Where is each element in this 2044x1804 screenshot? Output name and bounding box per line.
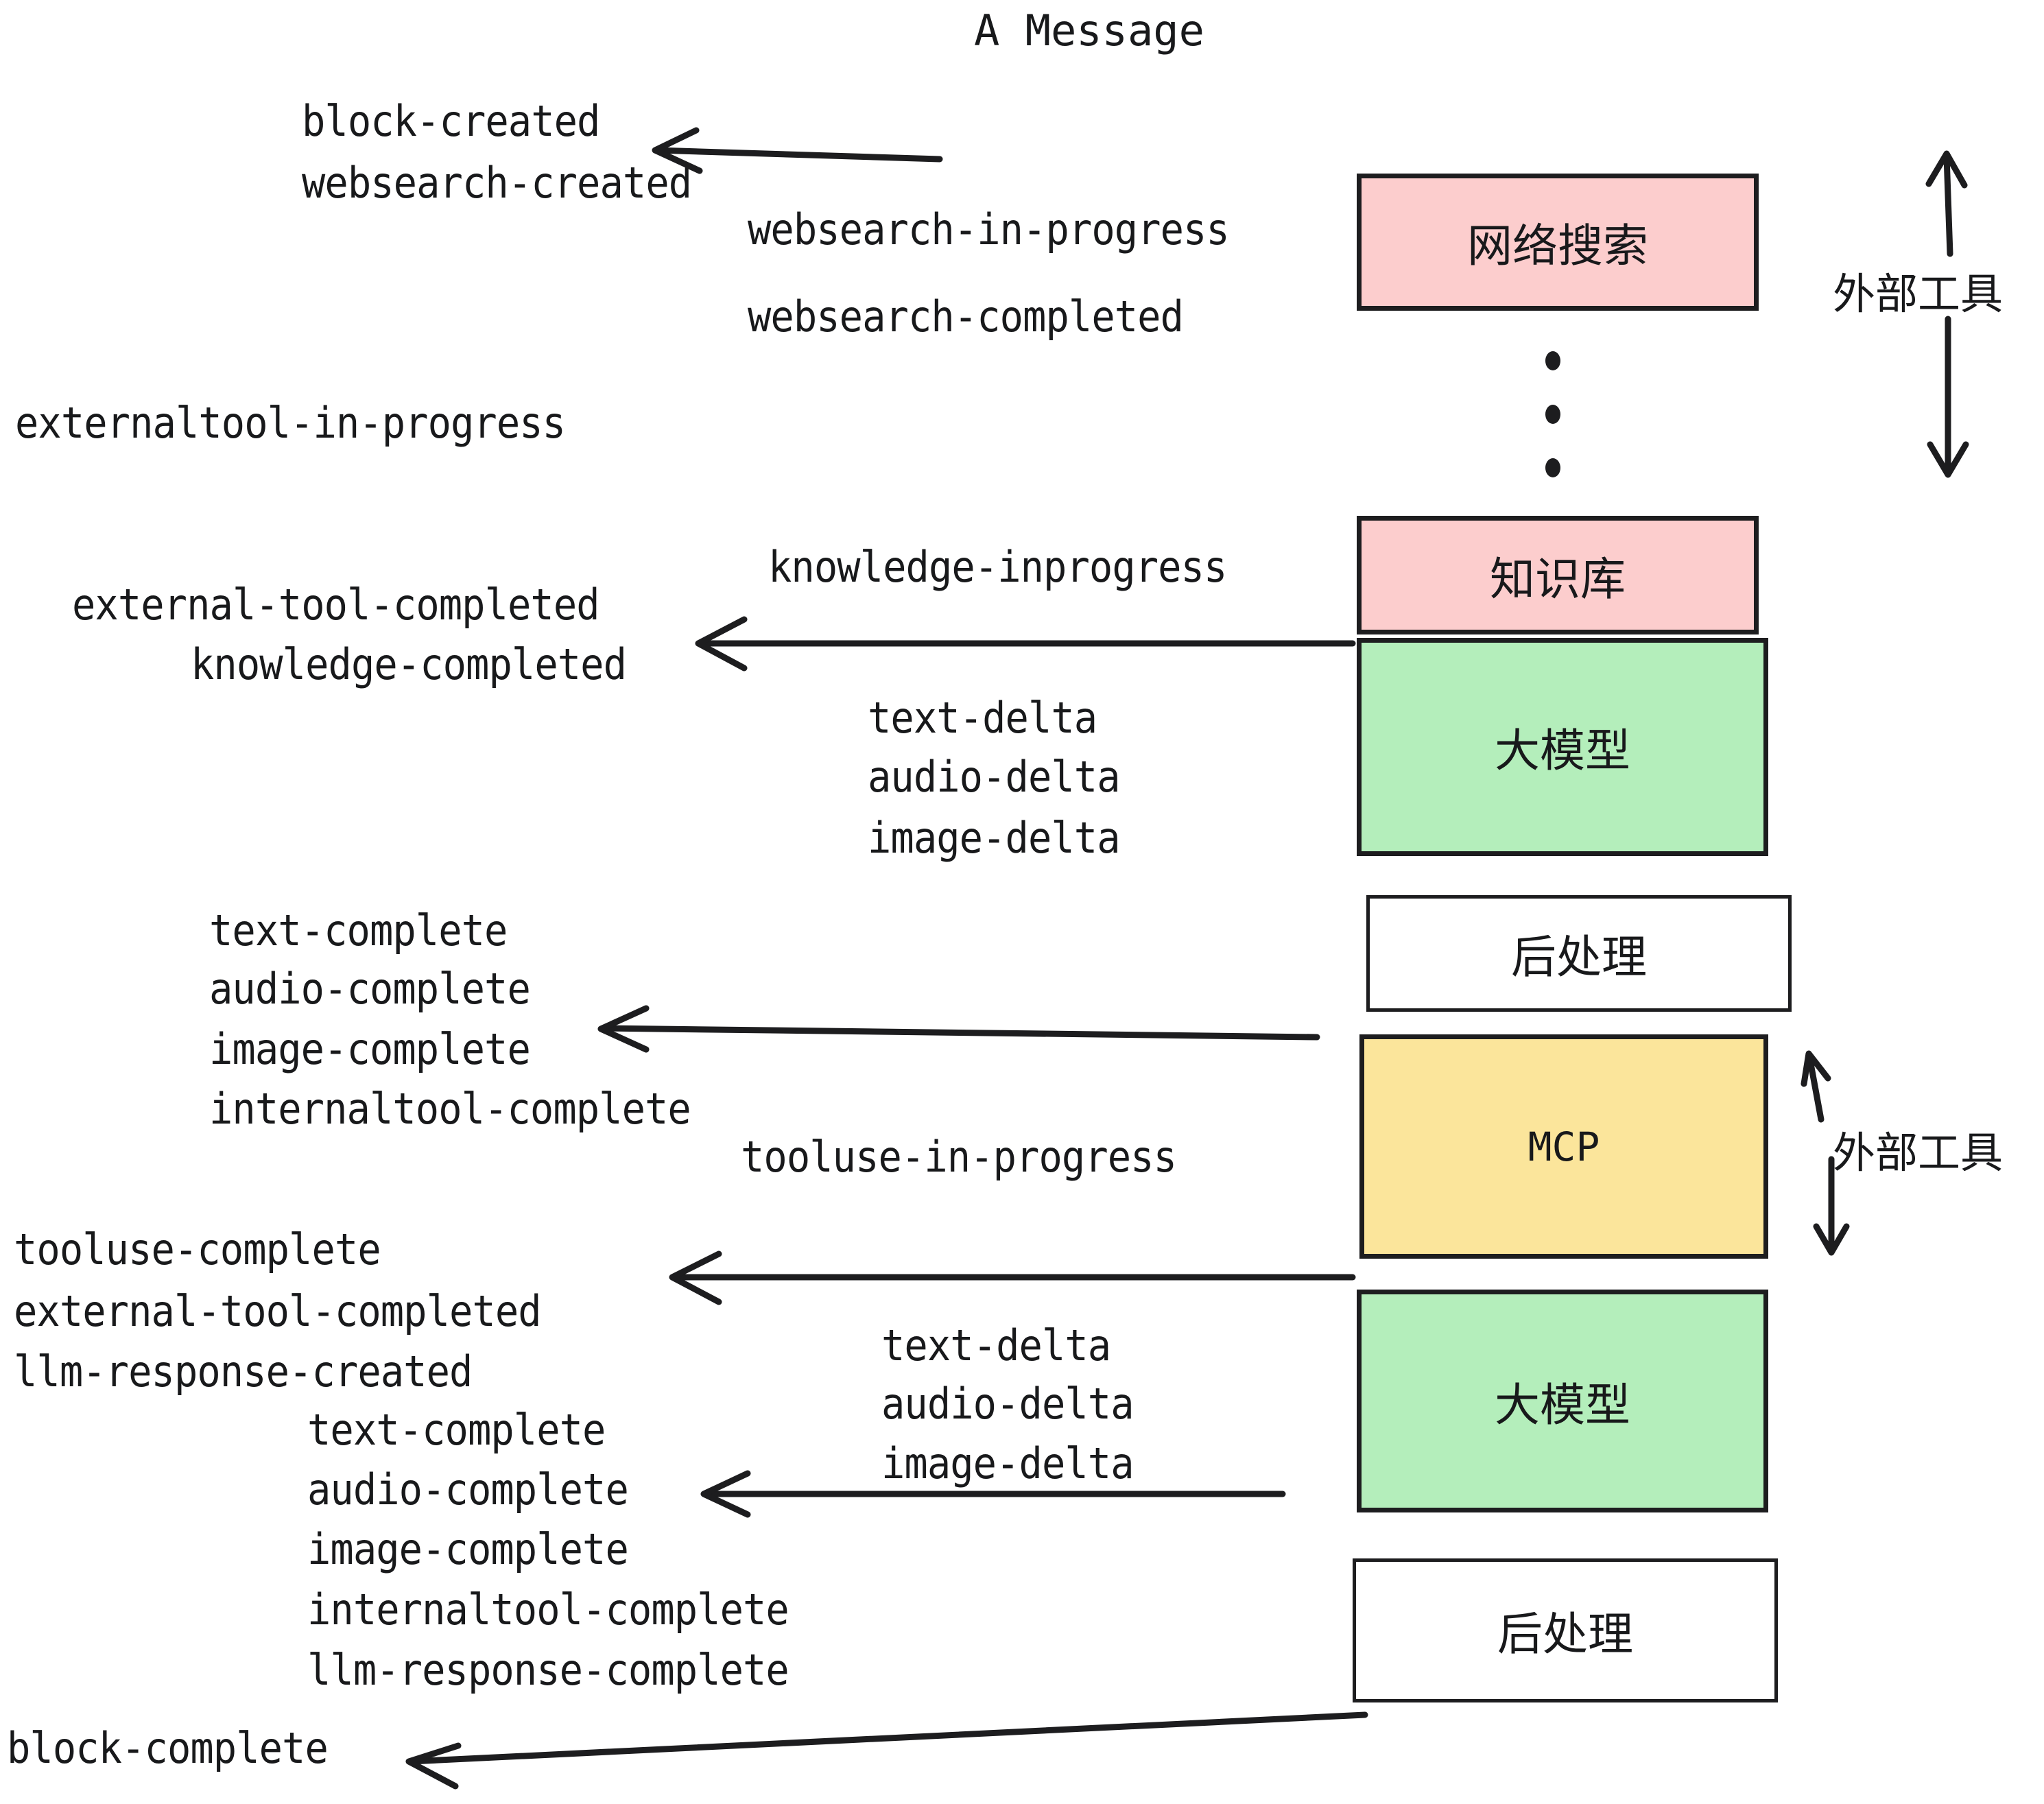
event-label-audio-delta-1: audio-delta [868,752,1121,802]
event-label-external-tool-completed-1: external-tool-completed [72,580,600,630]
node-label-knowledge: 知识库 [1490,552,1626,606]
event-label-tooluse-in-progress: tooluse-in-progress [741,1132,1177,1182]
node-box-llm-1[interactable]: 大模型 [1357,638,1768,856]
event-label-image-delta-1: image-delta [868,813,1121,863]
event-label-llm-response-complete: llm-response-complete [307,1645,789,1695]
node-label-postprocess-2: 后处理 [1497,1608,1633,1661]
node-box-llm-2[interactable]: 大模型 [1357,1290,1768,1512]
arrow-postprocess2-to-block-complete [405,1711,1368,1790]
ellipsis-dot [1545,405,1560,424]
ellipsis-dot [1545,351,1560,370]
node-label-llm-1: 大模型 [1495,724,1630,777]
event-label-internaltool-complete-2: internaltool-complete [307,1585,789,1635]
event-label-text-complete-1: text-complete [209,905,508,956]
event-label-block-complete: block-complete [7,1723,329,1773]
event-label-text-delta-1: text-delta [868,693,1097,743]
event-label-image-complete-2: image-complete [307,1524,629,1574]
node-label-mcp: MCP [1528,1123,1600,1170]
event-label-audio-complete-1: audio-complete [209,964,531,1014]
event-label-websearch-in-progress: websearch-in-progress [748,204,1230,254]
event-label-tooluse-complete: tooluse-complete [14,1224,381,1274]
event-label-text-complete-2: text-complete [307,1405,606,1455]
arrow-postprocess1-to-image-complete [597,1005,1320,1053]
event-label-text-delta-2: text-delta [881,1320,1111,1370]
node-label-websearch: 网络搜索 [1467,219,1648,272]
event-label-llm-response-created: llm-response-created [14,1346,473,1397]
event-label-websearch-completed: websearch-completed [748,292,1184,342]
arrow-mcp-to-tooluse-complete [669,1250,1356,1305]
event-label-externaltool-in-progress: externaltool-in-progress [15,398,566,448]
node-label-postprocess-1: 后处理 [1511,931,1647,984]
event-label-image-complete-1: image-complete [209,1024,531,1074]
diagram-title: A Message [974,5,1204,56]
event-label-image-delta-2: image-delta [881,1438,1134,1488]
node-box-postprocess-1[interactable]: 后处理 [1366,895,1792,1012]
event-label-knowledge-completed: knowledge-completed [191,639,627,689]
node-box-websearch[interactable]: 网络搜索 [1357,174,1759,311]
node-box-postprocess-2[interactable]: 后处理 [1353,1558,1778,1702]
event-label-audio-delta-2: audio-delta [881,1379,1134,1429]
ellipsis-dot [1545,458,1560,477]
node-box-knowledge[interactable]: 知识库 [1357,516,1759,634]
arrow-websearch-to-block-created [652,127,943,174]
node-label-llm-2: 大模型 [1495,1378,1630,1432]
event-label-audio-complete-2: audio-complete [307,1464,629,1515]
event-label-websearch-created: websearch-created [302,158,692,208]
event-label-knowledge-inprogress: knowledge-inprogress [768,542,1227,592]
event-label-external-tool-completed-2: external-tool-completed [14,1286,542,1336]
event-label-internaltool-complete-1: internaltool-complete [209,1084,691,1134]
side-label-external-tool-bottom: 外部工具 [1833,1128,2004,1178]
arrow-knowledge-to-knowledge-completed [695,616,1356,672]
event-label-block-created: block-created [302,96,600,146]
side-label-external-tool-top: 外部工具 [1833,269,2004,319]
node-box-mcp[interactable]: MCP [1359,1034,1768,1259]
